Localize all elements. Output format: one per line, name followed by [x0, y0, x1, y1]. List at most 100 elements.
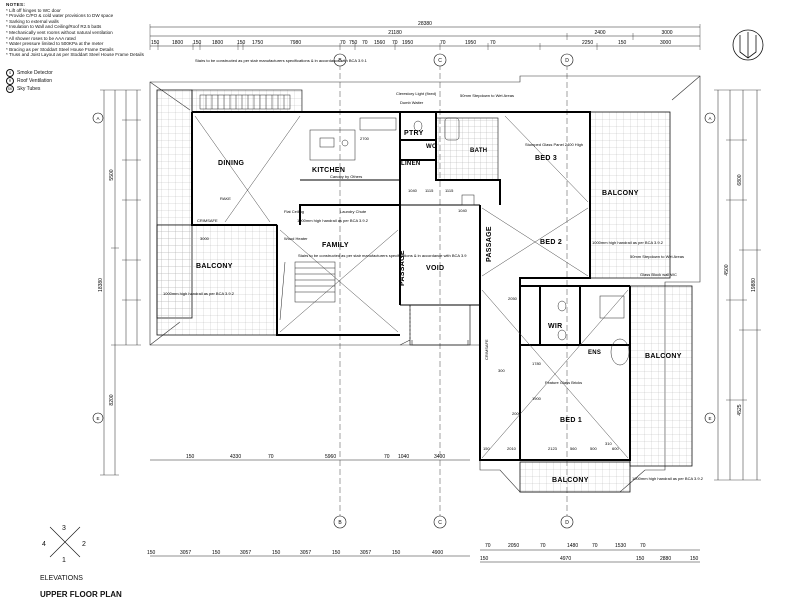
- top-dimensions: [149, 24, 701, 50]
- note-clerestory: Clerestory Light (fixed): [396, 91, 437, 96]
- note-item: * Water pressure limited to 500KPa at th…: [6, 41, 104, 47]
- note-item: * Lift off hinges to WC door: [6, 7, 61, 13]
- room-balcony-ne: BALCONY: [602, 190, 639, 197]
- left-dimensions: [100, 89, 141, 476]
- dim-right-b: 4500: [724, 264, 730, 275]
- dim-bot2-7: 3057: [360, 550, 371, 556]
- dim-right-a: 6800: [737, 174, 743, 185]
- void-cutout: [409, 305, 469, 346]
- dim-bot1-0: 150: [186, 454, 195, 460]
- note-handrail-bed2: 1000mm high handrail as per BCA 3.9.2: [592, 240, 664, 245]
- dim-top-2: 150: [193, 40, 202, 46]
- grid-bubble-e-left: E: [92, 412, 104, 424]
- grid-bubble-b-top: B: [333, 53, 347, 67]
- dim-bot3-2: 70: [540, 543, 546, 549]
- dim-bot2-0: 150: [147, 550, 156, 556]
- note-laundry-chute: Laundry Chute: [340, 209, 367, 214]
- room-bath: BATH: [470, 148, 487, 154]
- svg-text:E: E: [708, 416, 711, 421]
- dim-left-a: 5500: [109, 169, 115, 180]
- dim-bot3-6: 70: [640, 543, 646, 549]
- notes-list: * Lift off hinges to WC door * Provide C…: [6, 8, 156, 58]
- dim-top-3: 1800: [212, 40, 223, 46]
- dim-bot3-8: 4970: [560, 556, 571, 562]
- wc-toilet: [413, 120, 423, 132]
- dim-int-11: 600: [612, 446, 619, 451]
- note-stepdown-wet: 50mm Stepdown to Wet Areas: [460, 93, 514, 98]
- roof-ventilation-icon: R: [6, 77, 14, 85]
- page-title: UPPER FLOOR PLAN: [40, 590, 122, 599]
- dim-top-sub-3: 3000: [661, 30, 672, 36]
- dim-bot2-3: 3057: [240, 550, 251, 556]
- room-kitchen: KITCHEN: [312, 167, 345, 174]
- top-dimension-labels: 28380 21180 2400 3000 150 1800 150 1800 …: [151, 21, 673, 46]
- grid-bubble-a-right: A: [704, 112, 716, 124]
- bath-tub: [444, 117, 460, 141]
- note-glass-block: Glass Block wall WC: [640, 272, 677, 277]
- dim-top-14: 1950: [465, 40, 476, 46]
- dim-int-13: 1780: [532, 361, 542, 366]
- room-wir: WIR: [548, 323, 563, 330]
- elevations-label: ELEVATIONS: [40, 575, 83, 582]
- note-item: * Insulation to Wall and Ceiling/Roof R2…: [6, 24, 102, 30]
- elev-num-1: 1: [62, 557, 66, 564]
- dim-bot2-4: 150: [272, 550, 281, 556]
- elev-num-3: 3: [62, 525, 66, 532]
- legend-item-smoke: S Smoke Detector: [6, 69, 53, 77]
- dim-int-5: 2000: [512, 411, 522, 416]
- grid-bubble-e-right: E: [704, 412, 716, 424]
- dim-int-17: 150: [483, 446, 490, 451]
- grid-bubble-d-bot: D: [560, 515, 574, 529]
- room-passage-1: PASSAGE: [399, 250, 406, 286]
- svg-text:B: B: [338, 520, 342, 526]
- dim-top-17: 150: [618, 40, 627, 46]
- note-canopy: Canopy by Others: [330, 174, 362, 179]
- note-feature-glass: Feature Glass Bricks: [545, 380, 582, 385]
- room-ens: ENS: [588, 350, 601, 356]
- dim-bot3-4: 70: [592, 543, 598, 549]
- note-item: * Sarking to external walls: [6, 18, 59, 24]
- kitchen-sink: [319, 137, 335, 148]
- svg-text:A: A: [708, 116, 711, 121]
- room-balcony-w: BALCONY: [196, 263, 233, 270]
- dim-top-18: 3000: [660, 40, 671, 46]
- note-flat-ceiling: Flat Ceiling: [284, 209, 304, 214]
- svg-text:C: C: [438, 58, 442, 64]
- dim-top-11: 70: [392, 40, 398, 46]
- room-linen: LINEN: [401, 161, 421, 167]
- dim-int-4: 2050: [508, 296, 518, 301]
- dim-top-9: 70: [362, 40, 368, 46]
- dim-bot2-8: 150: [392, 550, 401, 556]
- note-wood-heater: Wood Heater: [284, 236, 308, 241]
- ens-basin-1: [557, 300, 567, 312]
- dim-int-1: 1115: [425, 188, 434, 193]
- note-item: * Bracing as per Stoddart Steel House Fr…: [6, 46, 114, 52]
- note-handrail-family: 1000mm high handrail as per BCA 3.9.2: [297, 218, 369, 223]
- smoke-detector-icon: S: [6, 69, 14, 77]
- note-item: * Truss and Joist Layout as per Stoddart…: [6, 52, 144, 58]
- dim-top-5: 1750: [252, 40, 263, 46]
- stair-top: [199, 94, 291, 110]
- left-dimension-labels: 18380 5500 8200: [98, 169, 115, 405]
- dim-int-8: 500: [590, 446, 597, 451]
- legend-item-roof-vent: R Roof Ventilation: [6, 77, 53, 85]
- room-dining: DINING: [218, 160, 245, 167]
- dim-top-13: 70: [440, 40, 446, 46]
- dim-int-3: 2700: [360, 136, 370, 141]
- room-wc: WC: [426, 144, 437, 150]
- right-dimension-labels: 19880 6800 4500 4525: [724, 174, 757, 415]
- grid-bubbles: B B C C D D A A E E: [92, 53, 716, 529]
- dim-bot3-9: 150: [636, 556, 645, 562]
- room-balcony-se: BALCONY: [645, 353, 682, 360]
- room-balcony-s: BALCONY: [552, 477, 589, 484]
- dim-bot1-1: 4330: [230, 454, 241, 460]
- dim-top-12: 1950: [402, 40, 413, 46]
- svg-text:C: C: [438, 520, 442, 526]
- kitchen-island: [309, 129, 356, 161]
- room-bed1: BED 1: [560, 417, 582, 424]
- room-passage-2: PASSAGE: [486, 226, 493, 262]
- dim-bot1-3: 5960: [325, 454, 336, 460]
- note-stairs-top: Stairs to be constructed as per stair ma…: [195, 58, 368, 63]
- room-bed3: BED 3: [535, 155, 557, 162]
